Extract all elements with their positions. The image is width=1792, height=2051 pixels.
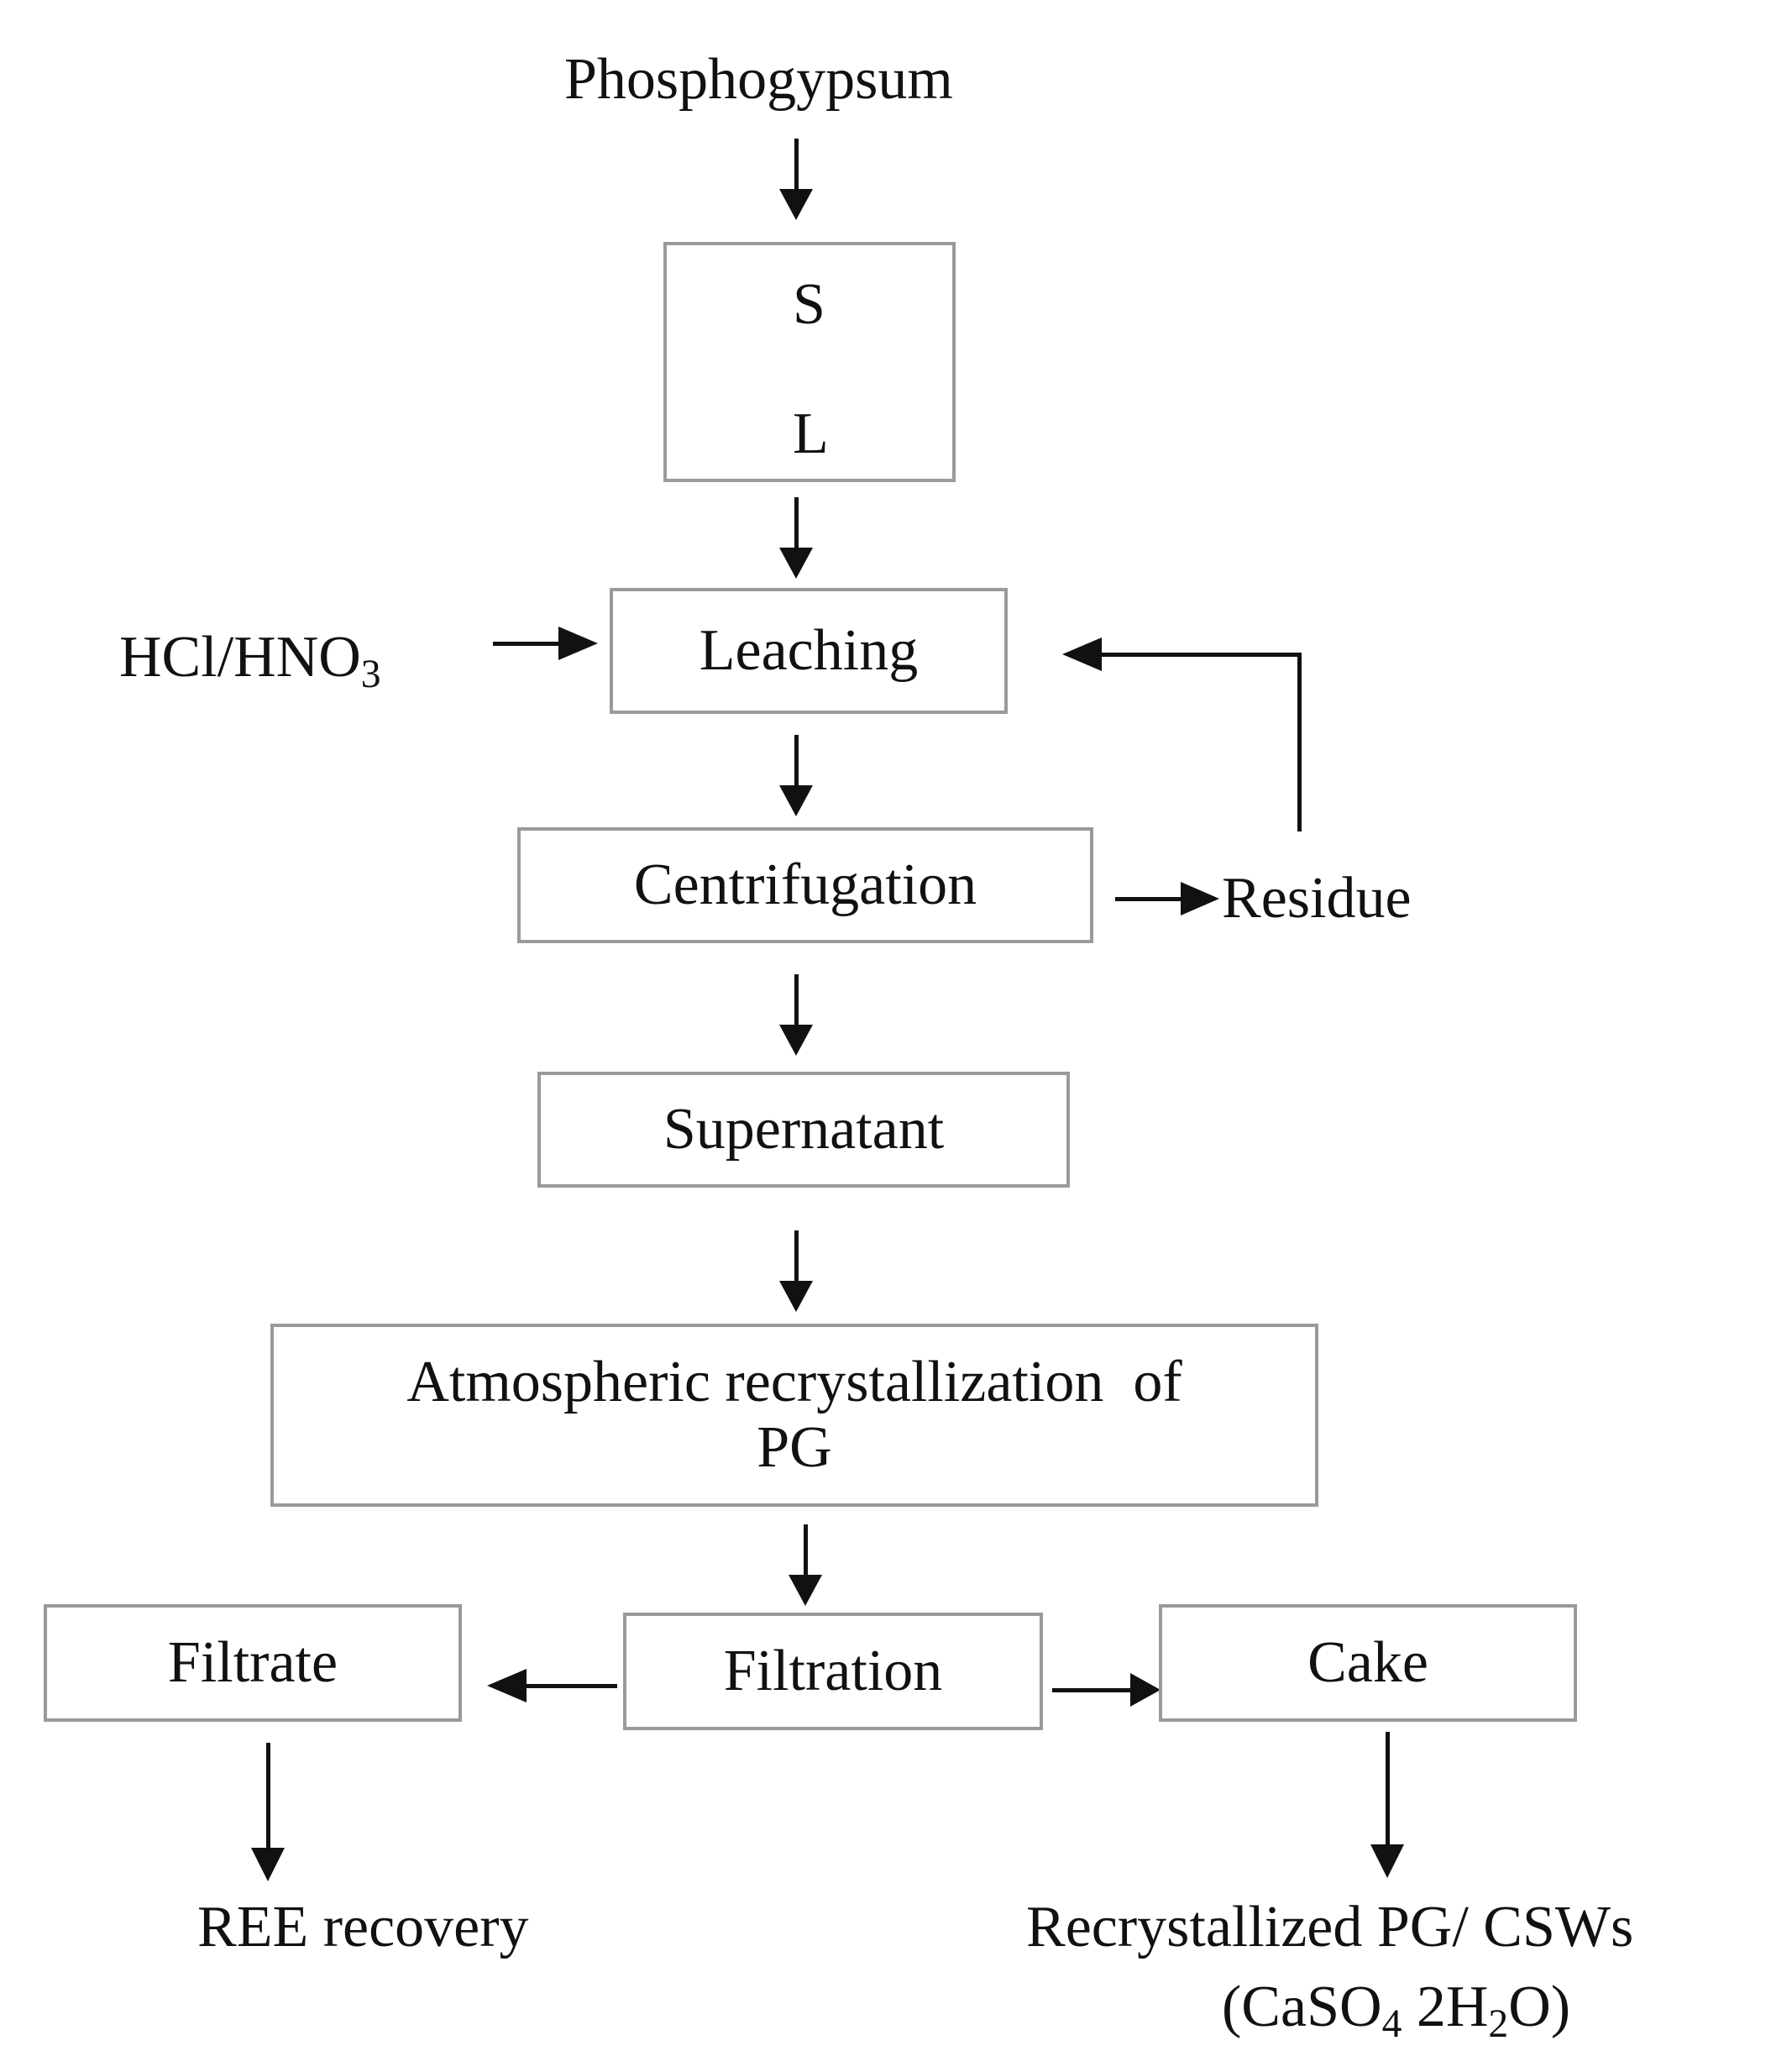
formula-mid: 2H [1402,1975,1489,2039]
arrow-reagent-to-leaching [493,627,598,660]
recrystallization-label-line1: Atmospheric recrystallization of [406,1349,1182,1414]
supernatant-label: Supernatant [663,1097,945,1162]
separator-solid-label: S [793,272,825,337]
arrow-leaching-to-centrifugation [779,735,813,816]
recrystallization-box: Atmospheric recrystallization of PG [270,1324,1318,1507]
arrow-cake-to-recrystallized [1370,1732,1404,1878]
arrow-residue-recycle-to-leaching [1062,637,1302,831]
reagent-label: HCl/HNO3 [119,625,381,695]
centrifugation-box: Centrifugation [517,827,1093,943]
cake-box: Cake [1159,1604,1577,1722]
arrow-centrifugation-to-residue [1115,882,1219,915]
leaching-label: Leaching [699,618,919,683]
filtration-label: Filtration [723,1639,943,1703]
arrow-centrifugation-to-supernatant [779,974,813,1056]
filtrate-box: Filtrate [44,1604,462,1722]
cake-label: Cake [1307,1630,1428,1695]
filtration-box: Filtration [623,1613,1043,1730]
arrow-recrystallization-to-filtration [789,1524,822,1606]
centrifugation-label: Centrifugation [633,852,977,917]
arrow-supernatant-to-recrystallization [779,1230,813,1312]
formula-sub1: 4 [1381,2002,1402,2047]
recrystallized-pg-label: Recrystallized PG/ CSWs [1026,1895,1634,1959]
supernatant-box: Supernatant [537,1072,1070,1188]
filtrate-label: Filtrate [167,1630,338,1695]
recrystallization-label-line2: PG [757,1415,832,1480]
formula-open: (CaSO [1222,1975,1382,2039]
arrow-filtration-to-cake [1052,1673,1161,1707]
solid-liquid-separator-box: S L [663,242,956,482]
arrow-filtrate-to-ree [251,1743,285,1881]
reagent-subscript: 3 [360,653,381,697]
source-label: Phosphogypsum [564,47,953,112]
formula-close: O) [1508,1975,1571,2039]
ree-recovery-label: REE recovery [197,1895,529,1959]
reagent-formula: HCl/HNO [119,625,361,690]
separator-liquid-label: L [793,401,829,466]
residue-label: Residue [1222,866,1412,931]
gypsum-formula-label: (CaSO4 2H2O) [1222,1975,1571,2045]
arrow-separator-to-leaching [779,497,813,579]
formula-sub2: 2 [1488,2002,1509,2047]
arrow-filtration-to-filtrate [487,1669,617,1702]
leaching-box: Leaching [610,588,1008,714]
arrow-phosphogypsum-to-separator [779,139,813,220]
